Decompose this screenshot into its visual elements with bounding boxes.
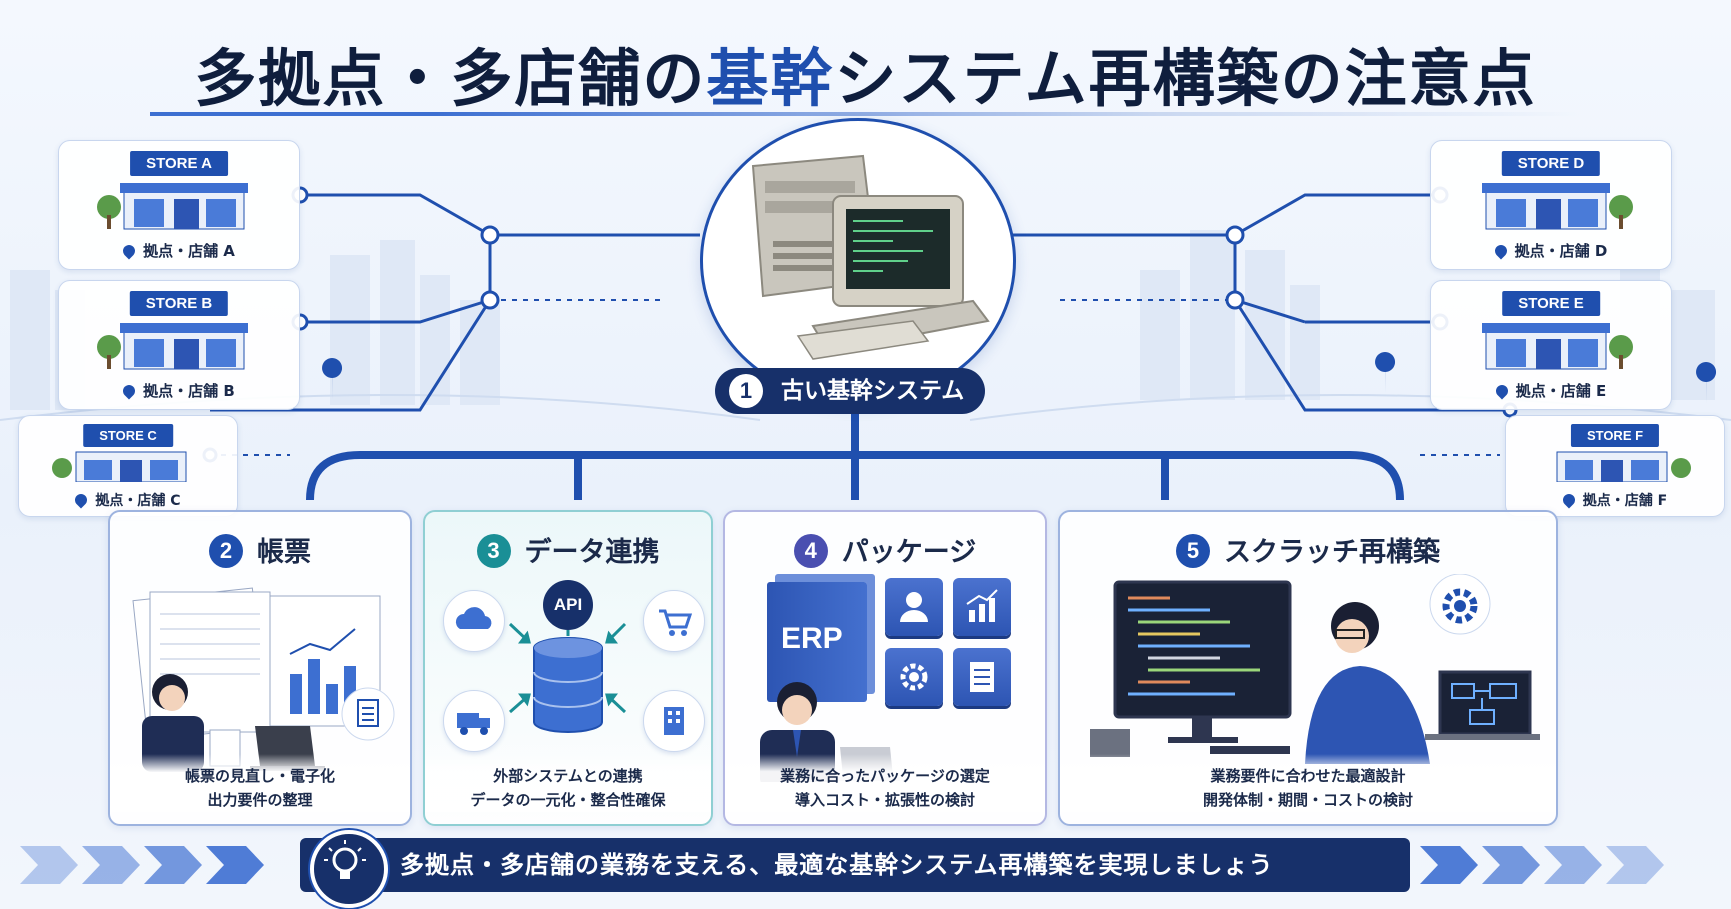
gear-icon: [1430, 576, 1490, 636]
store-sign: STORE B: [129, 291, 229, 316]
panel-package: 4 パッケージ ERP 業務に合ったパッケージの選定 導入コスト・拡張性の検討: [723, 510, 1047, 826]
list-tile-icon: [953, 648, 1011, 706]
store-sign: STORE F: [1570, 424, 1660, 447]
cloud-icon: [443, 590, 505, 652]
store-building-icon: [1482, 323, 1633, 370]
chart-tile-icon: [953, 578, 1011, 636]
step-number: 1: [729, 374, 763, 408]
store-card-e: STORE E 拠点・店舗 E: [1430, 280, 1672, 410]
store-sign: STORE C: [83, 424, 173, 447]
store-card-d: STORE D 拠点・店舗 D: [1430, 140, 1672, 270]
gear-tile-icon: [885, 648, 943, 706]
step-number: 3: [476, 534, 511, 568]
panel-title: スクラッチ再構築: [1224, 537, 1440, 568]
panel-desc-line2: データの一元化・整合性確保: [470, 791, 666, 809]
title-underline: [150, 112, 1580, 116]
left-chevrons: [20, 846, 264, 884]
lightbulb-icon: [310, 830, 388, 908]
api-badge: API: [543, 580, 593, 630]
store-sign: STORE A: [130, 151, 228, 176]
store-building-icon: [1556, 451, 1691, 482]
banner-text: 多拠点・多店舗の業務を支える、最適な基幹システム再構築を実現しましょう: [400, 851, 1274, 879]
legacy-system-text: 古い基幹システム: [781, 378, 965, 404]
store-label: 拠点・店舗 E: [1515, 382, 1607, 400]
store-sign: STORE E: [1502, 291, 1600, 316]
developer-illustration: [1090, 574, 1540, 764]
store-building-icon: [1482, 183, 1633, 230]
store-card-a: STORE A 拠点・店舗 A: [58, 140, 300, 270]
erp-label: ERP: [781, 622, 843, 655]
store-label: 拠点・店舗 F: [1582, 493, 1668, 509]
panel-data-integration: 3 データ連携 API 外部システムとの連携 データの一元化・整合性確保: [423, 510, 713, 826]
panel-desc-line1: 業務に合ったパッケージの選定: [780, 767, 990, 785]
store-card-f: STORE F 拠点・店舗 F: [1505, 415, 1725, 517]
title-highlight: 基幹: [706, 42, 835, 115]
page-title: 多拠点・多店舗の基幹システム再構築の注意点: [0, 28, 1731, 118]
panel-desc-line1: 帳票の見直し・電子化: [184, 767, 335, 785]
panel-desc-line2: 開発体制・期間・コストの検討: [1202, 791, 1413, 809]
panel-reports: 2 帳票 帳票の見直し・電子化 出力要件の整理: [108, 510, 412, 826]
panel-title: パッケージ: [841, 537, 977, 568]
store-building-icon: [97, 323, 248, 370]
panel-title: データ連携: [524, 537, 660, 568]
step-number: 4: [793, 534, 828, 568]
title-part2: システム再構築の注意点: [834, 42, 1537, 115]
right-chevrons: [1420, 846, 1664, 884]
store-label: 拠点・店舗 D: [1514, 242, 1608, 260]
database-icon: [508, 622, 627, 733]
store-building-icon: [52, 451, 187, 482]
bottom-banner: 多拠点・多店舗の業務を支える、最適な基幹システム再構築を実現しましょう: [300, 838, 1410, 892]
user-tile-icon: [885, 578, 943, 636]
panel-desc-line2: 導入コスト・拡張性の検討: [794, 791, 975, 809]
cart-icon: [643, 590, 705, 652]
panel-desc-line2: 出力要件の整理: [207, 791, 313, 809]
store-label: 拠点・店舗 B: [143, 382, 235, 400]
panel-desc-line1: 業務要件に合わせた最適設計: [1210, 767, 1406, 785]
erp-box: ERP: [767, 582, 867, 702]
truck-icon: [443, 690, 505, 752]
store-label: 拠点・店舗 C: [95, 493, 181, 509]
legacy-system-circle: [700, 118, 1016, 404]
store-sign: STORE D: [1501, 151, 1601, 176]
step-number: 2: [209, 534, 243, 568]
store-card-c: STORE C 拠点・店舗 C: [18, 415, 238, 517]
title-part1: 多拠点・多店舗の: [194, 42, 707, 115]
legacy-system-label: 1 古い基幹システム: [715, 368, 985, 414]
store-card-b: STORE B 拠点・店舗 B: [58, 280, 300, 410]
reports-illustration: [132, 587, 395, 772]
panel-title: 帳票: [257, 537, 311, 568]
panel-scratch-rebuild: 5 スクラッチ再構築 業務要件に合わせた最適設計 開発体制・期間・コストの検討: [1058, 510, 1558, 826]
legacy-computer-icon: [751, 154, 990, 360]
store-building-icon: [97, 183, 248, 230]
store-label: 拠点・店舗 A: [143, 242, 235, 260]
panel-desc-line1: 外部システムとの連携: [493, 767, 643, 785]
step-number: 5: [1176, 534, 1210, 568]
building-icon: [643, 690, 705, 752]
